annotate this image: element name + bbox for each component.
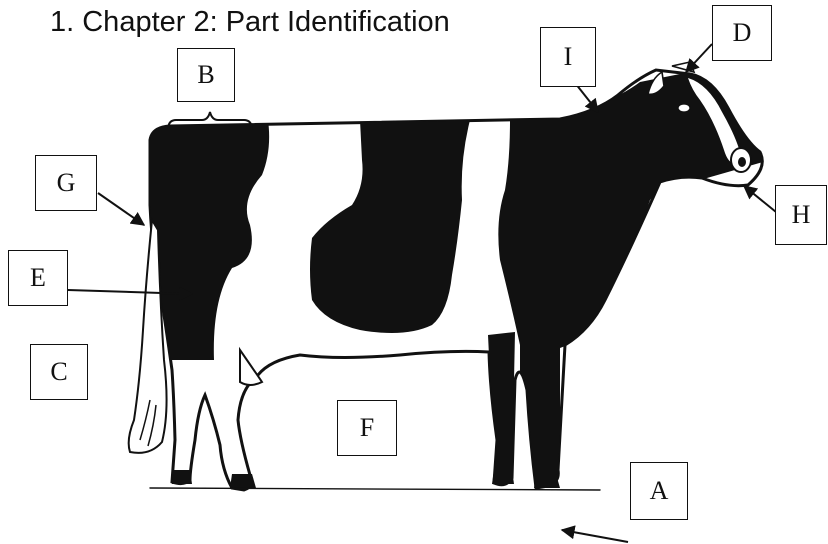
label-box-b: B: [177, 48, 235, 102]
label-box-d: D: [712, 5, 772, 61]
arrow-g: [97, 192, 146, 226]
cow-udder: [239, 346, 264, 386]
arrow-a: [560, 525, 629, 543]
label-box-f: F: [337, 400, 397, 456]
label-box-c: C: [30, 344, 88, 400]
label-box-e: E: [8, 250, 68, 306]
label-box-g: G: [35, 155, 97, 211]
brace-b: [167, 111, 253, 131]
cow-illustration: [127, 61, 764, 492]
arrow-d: [685, 43, 713, 74]
label-box-i: I: [540, 27, 596, 87]
cow-tail: [127, 216, 168, 454]
arrow-e: [67, 286, 194, 301]
label-box-h: H: [775, 185, 827, 245]
cow-spots: [150, 70, 763, 483]
arrow-h: [742, 185, 777, 213]
label-box-a: A: [630, 462, 688, 520]
pointer-lines: [67, 43, 777, 543]
worksheet-title: 1. Chapter 2: Part Identification: [50, 6, 450, 38]
